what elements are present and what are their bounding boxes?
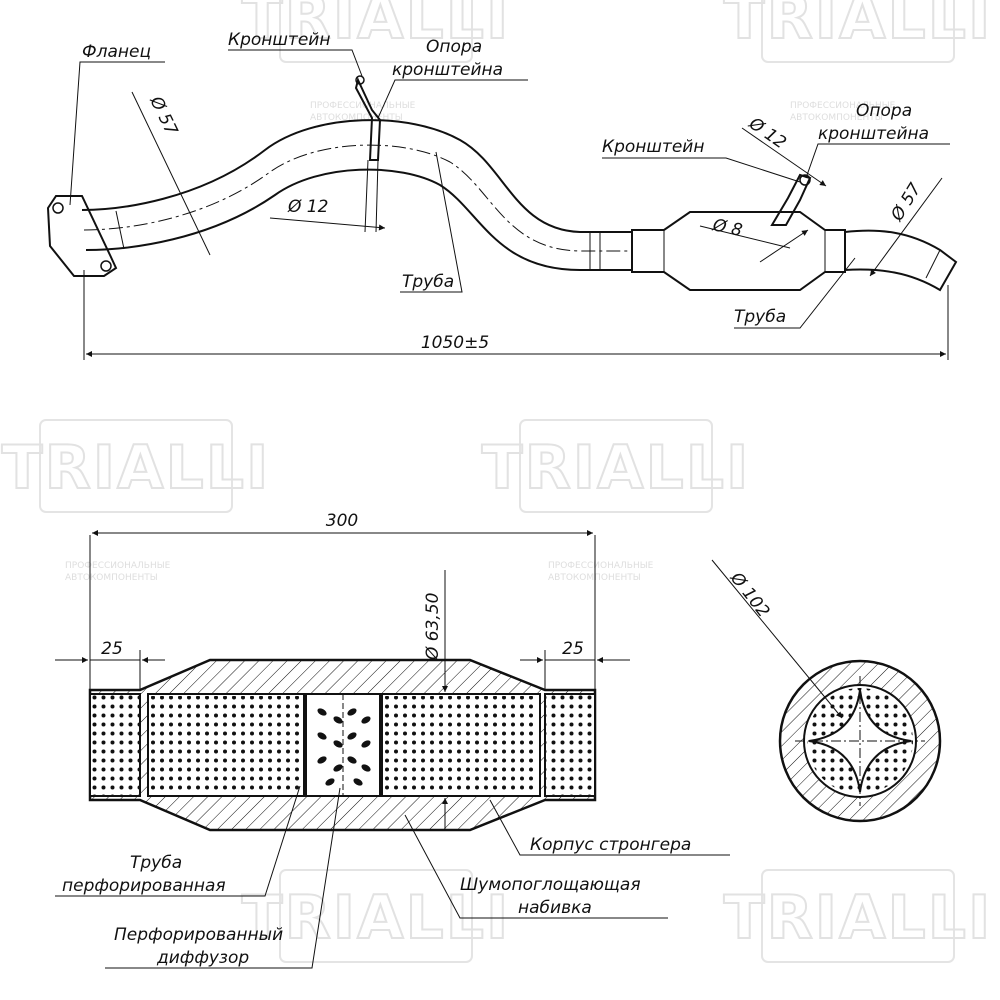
- housing-label: Корпус стронгера: [530, 835, 691, 855]
- flange-hole: [52, 202, 64, 214]
- flange-plate: [46, 195, 118, 277]
- bracket-support-1-leader: [377, 79, 528, 119]
- watermark-tagline: ПРОФЕССИОНАЛЬНЫЕ: [65, 561, 171, 571]
- packing-label-line1: Шумопоглощающая: [460, 875, 641, 895]
- dimension-25-left-label: 25: [101, 639, 123, 659]
- dimension-300-label: 300: [326, 511, 358, 531]
- dimension-line-d57-right: [869, 177, 943, 277]
- watermark-logo: TRIALLI: [241, 0, 511, 63]
- bracket-2-label: Кронштейн: [602, 137, 704, 157]
- bracket-support-2-leader: [805, 143, 950, 179]
- weld-seam: [925, 249, 941, 279]
- dimension-line-d8: [699, 225, 791, 249]
- dimension-length-label: 1050±5: [421, 333, 489, 353]
- perforation-pattern: [90, 694, 140, 796]
- top-view-annotations: 1050±5 Фланец Ø 57 Кронштейн Опора кронш…: [69, 30, 950, 360]
- watermark-tagline: АВТОКОМПОНЕНТЫ: [65, 573, 158, 583]
- bracket-1: [354, 77, 382, 161]
- bracket-support-2-label-line1: Опора: [856, 101, 912, 121]
- dimension-d57-right-label: Ø 57: [887, 180, 926, 226]
- bracket-support-2-label-line2: кронштейна: [818, 124, 929, 144]
- pipe-2-leader: [734, 257, 856, 329]
- watermark-logo: TRIALLI: [723, 0, 993, 63]
- pipe-1-label: Труба: [402, 272, 454, 292]
- svg-text:TRIALLI: TRIALLI: [482, 433, 751, 503]
- watermark-logo: TRIALLI: [481, 419, 751, 513]
- extension-line: [375, 159, 379, 233]
- svg-text:TRIALLI: TRIALLI: [724, 0, 993, 53]
- exhaust-pipe-assembly: [46, 75, 958, 292]
- extension-line: [364, 159, 369, 233]
- dimension-line-d102: [711, 559, 843, 719]
- diffuser-label-line2: диффузор: [156, 948, 249, 968]
- bracket-support-1-label-line2: кронштейна: [392, 60, 503, 80]
- watermark-tagline: ПРОФЕССИОНАЛЬНЫЕ: [310, 101, 416, 111]
- svg-text:TRIALLI: TRIALLI: [2, 433, 271, 503]
- pipe-outline-upper: [81, 119, 632, 233]
- resonator-end-view: Ø 102: [711, 559, 942, 823]
- bracket-2-pin: [799, 174, 811, 186]
- tail-pipe: [844, 229, 958, 292]
- bracket-1-leader: [228, 49, 363, 77]
- pipe-1-leader: [400, 151, 463, 293]
- dimension-d12-left-label: Ø 12: [287, 197, 328, 217]
- pipe-outline-lower: [85, 168, 632, 271]
- bracket-2-leader: [602, 157, 801, 183]
- dimension-d12-right-label: Ø 12: [744, 113, 789, 153]
- diffuser-label-line1: Перфорированный: [114, 925, 283, 945]
- resonator-section: [88, 658, 597, 832]
- dimension-line-d12-left: [269, 217, 386, 231]
- flange-hole: [100, 260, 112, 272]
- perforation-pattern: [150, 696, 302, 794]
- svg-text:TRIALLI: TRIALLI: [724, 883, 993, 953]
- diffuser-leader: [105, 787, 341, 969]
- dimension-line-d12-right: [741, 127, 827, 187]
- weld-seam: [115, 210, 125, 250]
- pipe-centerline: [83, 144, 632, 252]
- perforated-pipe-label-line1: Труба: [130, 853, 182, 873]
- section-annotations: 300 25 25 Ø 63,50 Труба перфорированная …: [55, 511, 730, 969]
- perforation-pattern: [384, 696, 538, 794]
- bracket-1-pin: [355, 75, 365, 85]
- watermark-tagline: АВТОКОМПОНЕНТЫ: [790, 113, 883, 123]
- packing-label-line2: набивка: [518, 898, 592, 918]
- dimension-line-d8-arrow: [759, 229, 809, 263]
- watermark-group: TRIALLI TRIALLI TRIALLI TRIALLI TRIALLI …: [1, 0, 993, 963]
- watermark-logo: TRIALLI: [1, 419, 271, 513]
- dimension-d8-label: Ø 8: [710, 215, 744, 241]
- perforation-pattern: [545, 694, 595, 796]
- dimension-d63-label: Ø 63,50: [423, 593, 443, 661]
- diffuser-perforations: [317, 708, 371, 786]
- watermark-logo: TRIALLI: [723, 869, 993, 963]
- packing-leader: [404, 814, 668, 919]
- perforated-pipe-label-line2: перфорированная: [62, 876, 226, 896]
- watermark-tagline: АВТОКОМПОНЕНТЫ: [548, 573, 641, 583]
- pipe-2-label: Труба: [734, 307, 786, 327]
- flange-leader: [69, 61, 165, 206]
- bracket-2: [770, 173, 812, 226]
- dimension-25-right-label: 25: [562, 639, 584, 659]
- bracket-support-1-label-line1: Опора: [426, 37, 482, 57]
- dimension-d102-label: Ø 102: [725, 568, 773, 621]
- housing-leader: [489, 799, 730, 856]
- dimension-line-d57-left: [131, 91, 211, 256]
- watermark-tagline: ПРОФЕССИОНАЛЬНЫЕ: [790, 101, 896, 111]
- perforated-pipe-leader: [55, 785, 301, 897]
- watermark-tagline: АВТОКОМПОНЕНТЫ: [310, 113, 403, 123]
- flange-label: Фланец: [82, 42, 151, 62]
- bracket-1-label: Кронштейн: [228, 30, 330, 50]
- svg-text:TRIALLI: TRIALLI: [242, 0, 511, 53]
- watermark-tagline: ПРОФЕССИОНАЛЬНЫЕ: [548, 561, 654, 571]
